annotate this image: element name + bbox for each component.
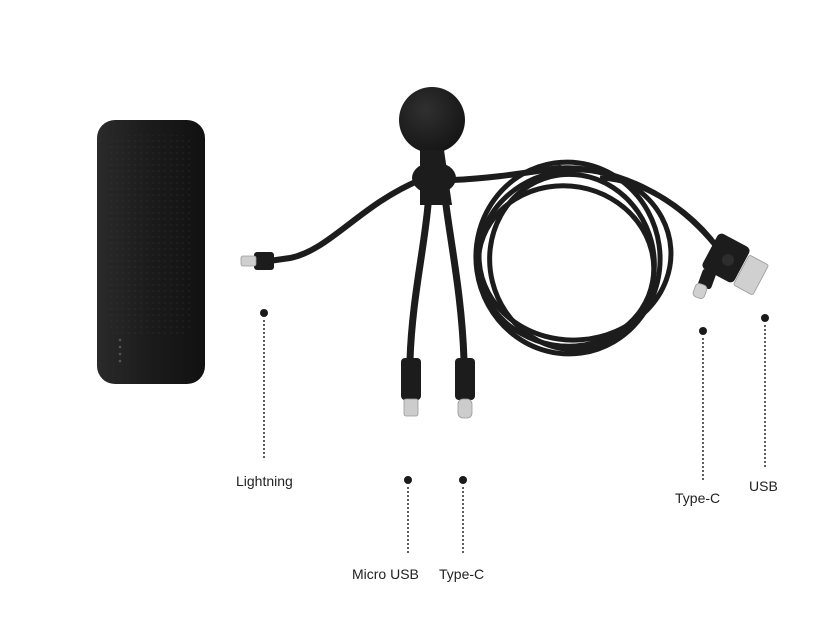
usb-type-c-combo-connector: [692, 233, 769, 299]
micro-usb-connector: [401, 358, 421, 417]
battery-indicator-dots: [118, 338, 122, 363]
callout-type-c-right: [699, 327, 707, 480]
label-usb: USB: [749, 478, 778, 494]
label-lightning: Lightning: [236, 473, 293, 489]
label-micro-usb: Micro USB: [352, 566, 419, 582]
cable-coil: [473, 159, 721, 357]
octopus-cable: [240, 87, 769, 419]
callout-lightning: [260, 309, 268, 460]
callout-usb: [761, 314, 769, 468]
callout-type-c-bottom: [459, 476, 467, 555]
label-type-c-right: Type-C: [675, 490, 721, 506]
label-type-c-bottom: Type-C: [439, 566, 485, 582]
power-bank: [97, 120, 205, 384]
type-c-connector-bottom: [455, 358, 475, 419]
callout-micro-usb: [404, 476, 412, 555]
lightning-connector: [240, 252, 274, 270]
